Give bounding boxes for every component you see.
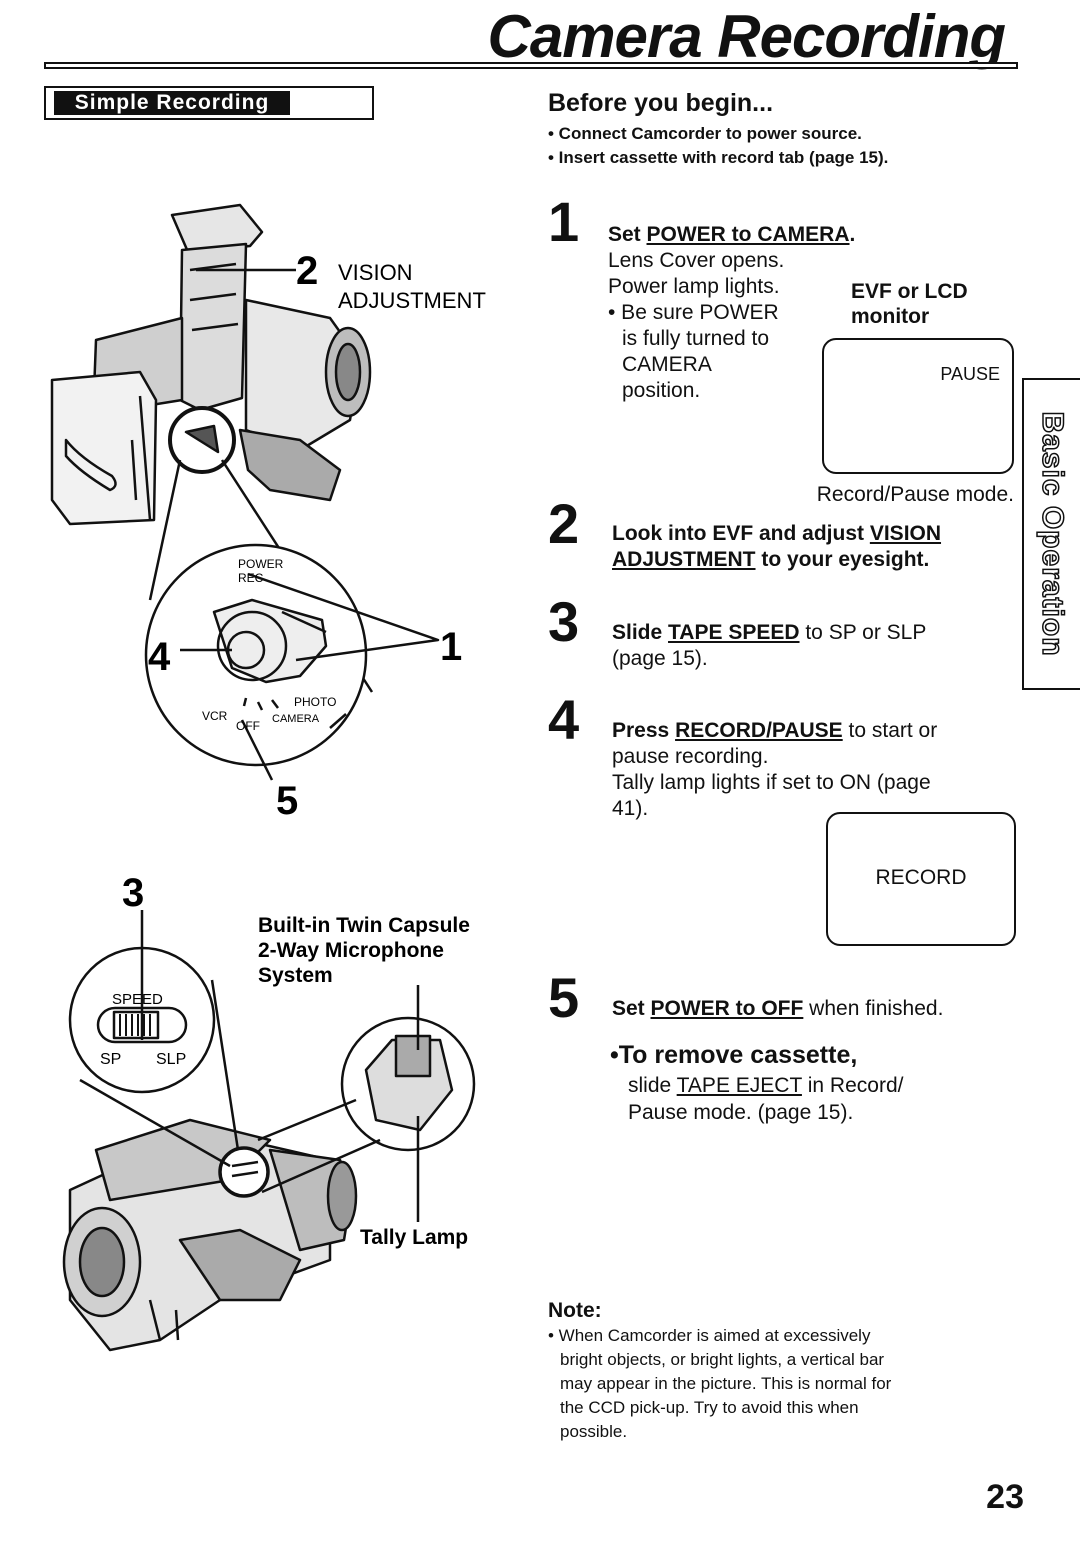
before-heading: Before you begin... xyxy=(548,89,774,117)
step-number: 2 xyxy=(548,492,580,555)
step-2-pre: Look into EVF and adjust xyxy=(612,522,870,545)
callout-label: ADJUSTMENT xyxy=(338,288,486,313)
power-label: POWER xyxy=(238,557,284,571)
switch-label: VCR xyxy=(202,709,228,723)
step-3-line: (page 15). xyxy=(612,647,708,670)
camcorder-illustration: 2 VISION ADJUSTMENT POWER REC 4 1 VCR OF… xyxy=(50,203,486,1352)
step-1-bullet: • Be sure POWER xyxy=(608,301,779,324)
mic-label: System xyxy=(258,964,333,987)
step-number: 5 xyxy=(548,966,580,1029)
monitor-label: EVF or LCD monitor xyxy=(851,279,968,329)
section-banner-label: Simple Recording xyxy=(54,91,290,115)
step-2-post: to your eyesight. xyxy=(755,548,930,571)
side-tab-label: Basic Operation xyxy=(1035,411,1070,658)
note-line: bright objects, or bright lights, a vert… xyxy=(560,1350,885,1369)
step-1-line: Lens Cover opens. xyxy=(608,249,785,272)
record-monitor: RECORD xyxy=(826,812,1016,946)
mic-label: Built-in Twin Capsule xyxy=(258,914,470,937)
before-item: • Insert cassette with record tab (page … xyxy=(548,148,889,167)
step-1-post: . xyxy=(849,223,856,246)
step-1-bullet: position. xyxy=(622,379,701,402)
step-4-pre: Press xyxy=(612,719,676,742)
step-1-line: Power lamp lights. xyxy=(608,275,780,298)
note-heading: Note: xyxy=(548,1299,602,1322)
page-title: Camera Recording xyxy=(487,3,1006,70)
note-line: possible. xyxy=(560,1422,628,1441)
remove-pre: slide xyxy=(628,1074,677,1097)
step-4-line: pause recording. xyxy=(612,745,769,768)
step-1-link: POWER to CAMERA xyxy=(646,223,850,246)
remove-cassette: •To remove cassette, slide TAPE EJECT in… xyxy=(610,1040,903,1126)
remove-heading: •To remove cassette, xyxy=(610,1041,858,1069)
remove-link: TAPE EJECT xyxy=(676,1074,802,1097)
speed-option: SP xyxy=(100,1051,121,1068)
callout-label: VISION xyxy=(338,260,413,285)
step-3: Slide TAPE SPEED to SP or SLP (page 15). xyxy=(612,620,926,672)
note: Note: • When Camcorder is aimed at exces… xyxy=(548,1298,1018,1444)
step-5-post: when finished. xyxy=(803,997,944,1020)
step-2-link: VISION xyxy=(869,522,942,545)
note-line: the CCD pick-up. Try to avoid this when xyxy=(560,1398,859,1417)
before-item: • Connect Camcorder to power source. xyxy=(548,124,862,143)
monitor-caption: Record/Pause mode. xyxy=(816,483,1014,506)
camcorder-top-image xyxy=(50,203,372,526)
step-2-link: ADJUSTMENT xyxy=(612,548,756,571)
side-tab: Basic Operation xyxy=(1022,378,1080,690)
step-3-post: to SP or SLP xyxy=(799,621,927,644)
step-3-link: TAPE SPEED xyxy=(668,621,800,644)
record-text: RECORD xyxy=(875,866,967,889)
switch-label: OFF xyxy=(236,719,260,733)
step-1-bullet: is fully turned to xyxy=(622,327,770,350)
step-1-bullet: CAMERA xyxy=(622,353,712,376)
step-1: Set POWER to CAMERA. Lens Cover opens. P… xyxy=(608,222,855,404)
pause-monitor: PAUSE xyxy=(822,338,1014,474)
before-section: Before you begin... • Connect Camcorder … xyxy=(548,88,888,170)
speed-option: SLP xyxy=(156,1051,186,1068)
step-5-pre: Set xyxy=(612,997,651,1020)
camcorder-bottom-image xyxy=(62,1118,358,1352)
step-number: 1 xyxy=(548,190,580,253)
callout-number: 4 xyxy=(148,635,171,679)
switch-label: CAMERA xyxy=(272,713,320,725)
mic-label: 2-Way Microphone xyxy=(258,939,444,962)
step-4-line: Tally lamp lights if set to ON (page xyxy=(612,771,931,794)
tally-label: Tally Lamp xyxy=(360,1226,468,1249)
switch-label: PHOTO xyxy=(294,695,336,709)
monitor-label-line: EVF or LCD xyxy=(851,280,968,303)
callout-number: 1 xyxy=(440,625,462,669)
step-4-link: RECORD/PAUSE xyxy=(675,719,843,742)
note-line: may appear in the picture. This is norma… xyxy=(560,1374,892,1393)
remove-post: in Record/ xyxy=(801,1074,904,1097)
note-line: • When Camcorder is aimed at excessively xyxy=(548,1326,871,1345)
step-4-line: 41). xyxy=(612,797,649,820)
step-2: Look into EVF and adjust VISION ADJUSTME… xyxy=(612,521,941,573)
step-5: Set POWER to OFF when finished. xyxy=(612,996,943,1022)
callout-number: 5 xyxy=(276,779,298,823)
callout-number: 3 xyxy=(122,871,144,915)
step-1-pre: Set xyxy=(608,223,647,246)
step-number: 3 xyxy=(548,590,580,653)
rec-label: REC xyxy=(238,571,264,585)
page-number: 23 xyxy=(986,1478,1024,1516)
section-banner: Simple Recording xyxy=(44,86,374,120)
step-number: 4 xyxy=(548,688,580,751)
step-3-pre: Slide xyxy=(612,621,669,644)
step-4-post: to start or xyxy=(842,719,938,742)
pause-text: PAUSE xyxy=(940,364,1000,384)
callout-number: 2 xyxy=(296,249,318,293)
title-rule xyxy=(44,62,1018,69)
speed-label: SPEED xyxy=(112,991,163,1008)
monitor-label-line: monitor xyxy=(851,305,930,328)
step-5-link: POWER to OFF xyxy=(650,997,804,1020)
step-4: Press RECORD/PAUSE to start or pause rec… xyxy=(612,718,937,822)
remove-line: Pause mode. (page 15). xyxy=(628,1101,854,1124)
